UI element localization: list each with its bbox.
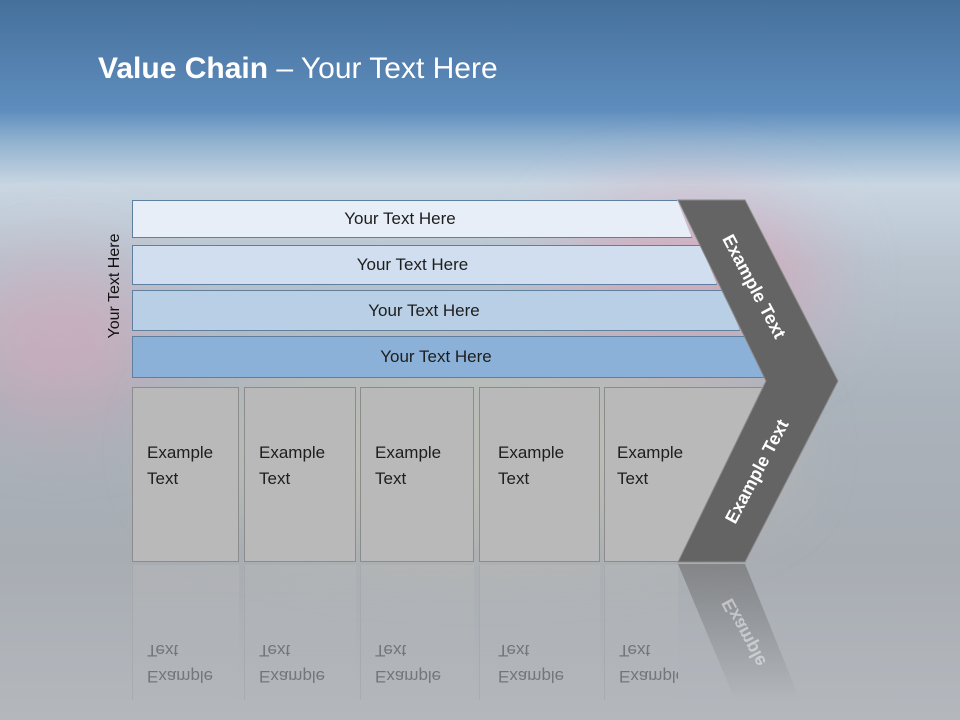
- chain-bar-label: Your Text Here: [380, 347, 492, 366]
- chain-bar-4: Your Text Here: [132, 336, 764, 378]
- chain-bar-2: Your Text Here: [132, 245, 717, 285]
- slide-title: Value Chain – Your Text Here: [98, 52, 498, 86]
- title-rest: – Your Text Here: [268, 52, 498, 85]
- chain-bar-label: Your Text Here: [368, 300, 480, 320]
- title-bold: Value Chain: [98, 52, 269, 85]
- value-column-4: Example Text: [479, 387, 600, 562]
- chevron-reflection: [678, 564, 800, 700]
- column-reflection: Example Text: [244, 565, 356, 700]
- value-column-1: Example Text: [132, 387, 239, 562]
- chain-bar-3: Your Text Here: [132, 290, 740, 331]
- chain-bar-1: Your Text Here: [132, 200, 692, 238]
- chain-bar-label: Your Text Here: [344, 209, 456, 228]
- column-reflection: Example Text: [479, 565, 600, 700]
- chevron-shape: [677, 199, 839, 563]
- column-reflection: Example Text: [132, 565, 239, 700]
- value-column-2: Example Text: [244, 387, 356, 562]
- column-reflection: Example Text: [360, 565, 474, 700]
- chain-bar-label: Your Text Here: [356, 255, 469, 274]
- column-reflection: Example Text: [604, 565, 678, 700]
- value-column-3: Example Text: [360, 387, 474, 562]
